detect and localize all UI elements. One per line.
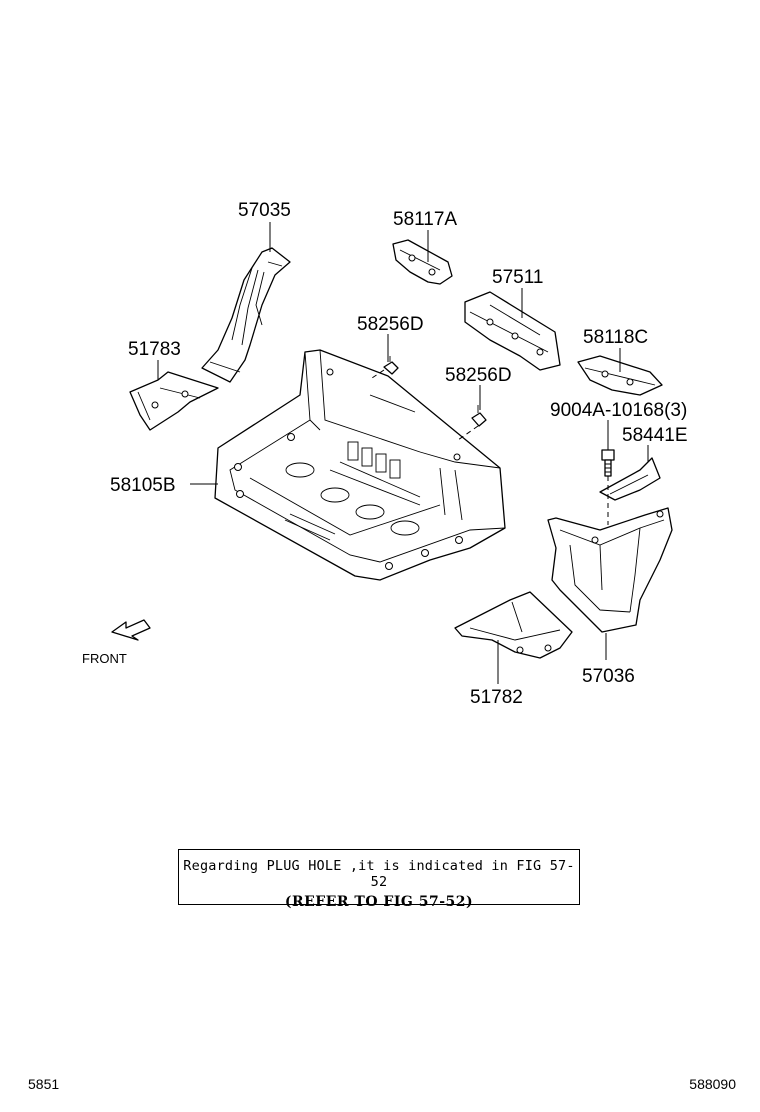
label-58256d-1: 58256D: [357, 314, 424, 335]
label-57035: 57035: [238, 200, 291, 221]
part-58256d-clip-1[interactable]: [383, 356, 399, 375]
part-9004a-bolt[interactable]: [601, 449, 615, 477]
footer-right-code: 588090: [689, 1076, 736, 1092]
note-line-1: Regarding PLUG HOLE ,it is indicated in …: [183, 858, 575, 890]
footer-left-code: 5851: [28, 1076, 60, 1092]
part-58256d-clip-2[interactable]: [471, 405, 487, 427]
label-51782: 51782: [470, 687, 523, 708]
label-58105b: 58105B: [110, 475, 176, 496]
part-57036-side-member-right[interactable]: [547, 507, 673, 633]
label-58256d-2: 58256D: [445, 365, 512, 386]
part-51783-bracket-left[interactable]: [129, 371, 219, 431]
front-arrow-icon: [111, 619, 151, 641]
dashed-clip-axis: [457, 425, 479, 441]
label-9004a: 9004A-10168(3): [550, 400, 687, 421]
part-58118c-bracket[interactable]: [577, 355, 663, 396]
label-57511: 57511: [492, 267, 543, 288]
label-front: FRONT: [82, 651, 127, 666]
label-58118c: 58118C: [583, 327, 648, 348]
part-51782-bracket[interactable]: [454, 591, 573, 659]
plug-hole-note: Regarding PLUG HOLE ,it is indicated in …: [178, 849, 580, 910]
leader-lines: [157, 222, 649, 684]
note-line-2: (REFER TO FIG 57-52): [284, 894, 474, 910]
label-58441e: 58441E: [622, 425, 688, 446]
label-51783: 51783: [128, 339, 181, 360]
part-58117a-bracket[interactable]: [392, 239, 453, 285]
part-58105b-floor-pan[interactable]: [214, 349, 506, 581]
dashed-clip-axis-2: [371, 369, 385, 379]
part-57035-side-member-left[interactable]: [201, 247, 291, 383]
label-57036: 57036: [582, 666, 635, 687]
part-58441e-bracket[interactable]: [599, 457, 661, 501]
label-58117a: 58117A: [393, 209, 457, 230]
part-57511-cross-member[interactable]: [464, 291, 561, 371]
